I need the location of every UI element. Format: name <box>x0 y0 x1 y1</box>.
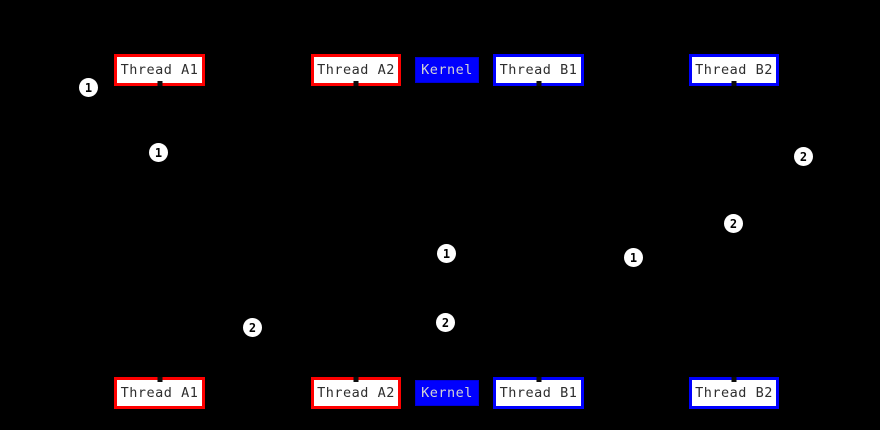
sequence-number-badge: 2 <box>724 214 743 233</box>
sequence-number-badge: 1 <box>149 143 168 162</box>
sequence-number-badge: 1 <box>437 244 456 263</box>
sequence-number-badge: 1 <box>624 248 643 267</box>
participant-thread-b2-bottom: Thread B2 <box>689 377 779 409</box>
participant-thread-a2-top: Thread A2 <box>311 54 401 86</box>
participant-thread-b1-bottom: Thread B1 <box>493 377 584 409</box>
sequence-number-badge: 2 <box>243 318 262 337</box>
participant-thread-b1-top: Thread B1 <box>493 54 584 86</box>
sequence-number-badge: 2 <box>436 313 455 332</box>
participant-kernel-bottom: Kernel <box>415 380 479 406</box>
participant-kernel-top: Kernel <box>415 57 479 83</box>
sequence-number-badge: 1 <box>79 78 98 97</box>
participant-thread-b2-top: Thread B2 <box>689 54 779 86</box>
participant-thread-a1-bottom: Thread A1 <box>114 377 205 409</box>
participant-thread-a1-top: Thread A1 <box>114 54 205 86</box>
sequence-number-badge: 2 <box>794 147 813 166</box>
participant-thread-a2-bottom: Thread A2 <box>311 377 401 409</box>
